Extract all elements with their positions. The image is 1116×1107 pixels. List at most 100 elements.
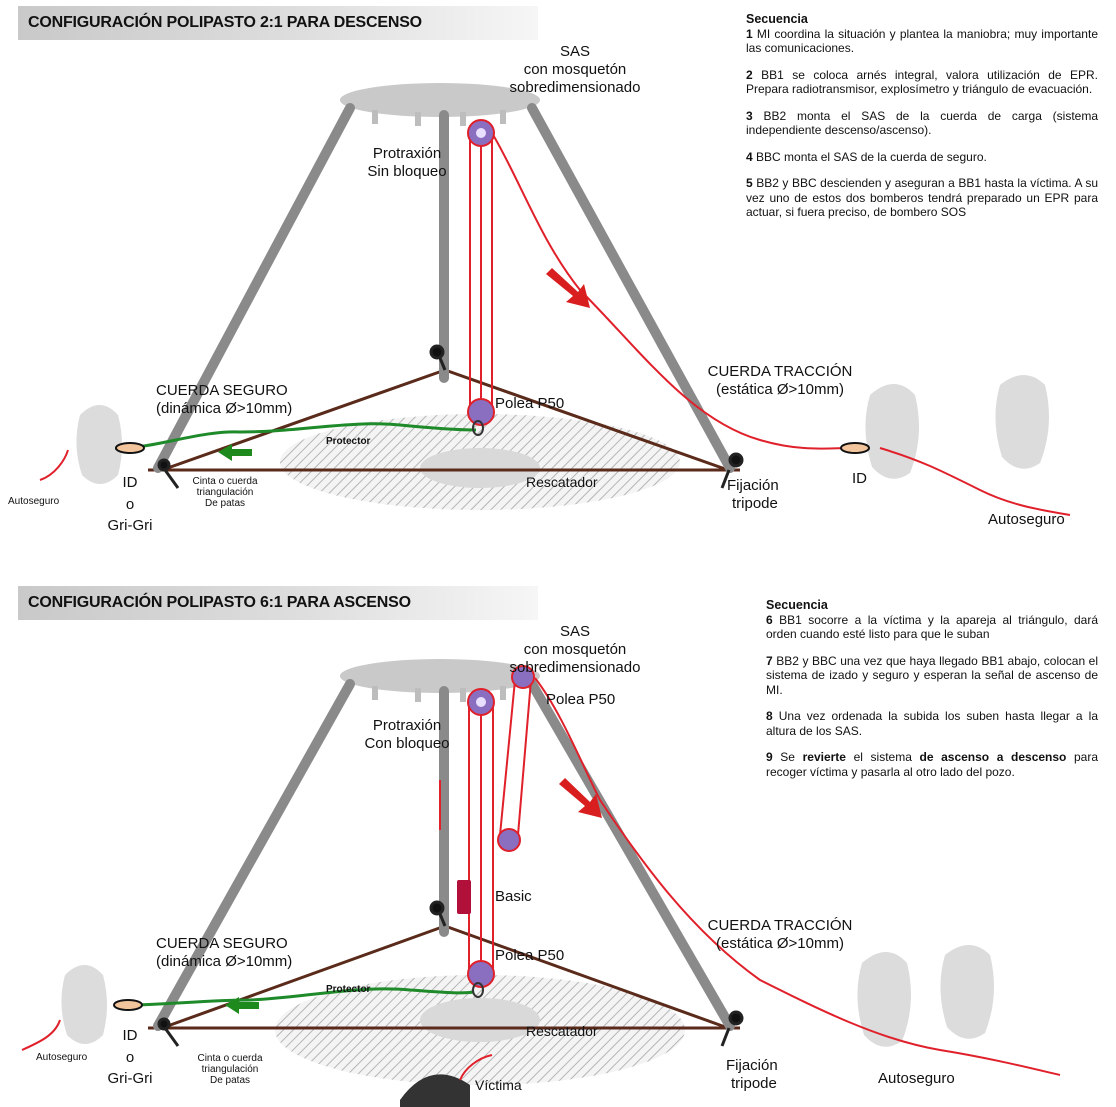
cinta-label-3: De patas: [209, 1075, 251, 1086]
anchor-knobs: [157, 900, 744, 1047]
left-arrow-icon: [218, 444, 252, 461]
cinta-label-1: Cinta o cuerda: [192, 476, 258, 487]
top-p50-pulley: [511, 665, 535, 689]
cinta-label-3: De patas: [204, 498, 246, 509]
right-person-silhouette-1: [865, 384, 919, 479]
right-person-silhouette-2: [995, 375, 1049, 469]
protraxion-label: Protraxión: [372, 717, 442, 734]
safety-rope: [127, 987, 475, 1007]
cuerda-seguro-sub-label: (dinámica Ø>10mm): [156, 400, 293, 417]
polea-label: Polea P50: [495, 947, 565, 964]
tripod-legs: [153, 103, 735, 473]
cuerda-traccion-label: CUERDA TRACCIÓN: [707, 363, 853, 380]
p50-pulley: [467, 960, 495, 988]
step-9: 9 Se revierte el sistema de ascenso a de…: [766, 750, 1098, 779]
bottom-tripod-scene: [21, 659, 1061, 1107]
cinta-label-2: triangulación: [196, 487, 254, 498]
victima-rope: [459, 1054, 493, 1081]
step-6: 6 BB1 socorre a la víctima y la apareja …: [766, 612, 1098, 642]
top-tripod-scene: [39, 83, 1071, 516]
left-person-silhouette: [76, 405, 122, 484]
left-arrow-icon: [225, 997, 259, 1014]
gri-gri-label: Gri-Gri: [107, 1070, 153, 1087]
rescatador-label: Rescatador: [526, 1023, 598, 1039]
down-arrow-icon: [546, 268, 590, 308]
sas-sub2-label: sobredimensionado: [509, 79, 641, 96]
id-device-left: [115, 442, 145, 454]
id-right-label: ID: [852, 470, 867, 487]
autoseguro-right-label: Autoseguro: [878, 1070, 955, 1087]
traction-rope: [21, 677, 1061, 1076]
autoseguro-right-label: Autoseguro: [988, 511, 1065, 528]
top-title: CONFIGURACIÓN POLIPASTO 2:1 PARA DESCENS…: [28, 14, 422, 31]
right-person-silhouette-2: [940, 945, 994, 1039]
step-5: 5 BB2 y BBC descienden y aseguran a BB1 …: [746, 176, 1098, 219]
step-7: 7 BB2 y BBC una vez que haya llegado BB1…: [766, 653, 1099, 697]
anchor-knobs: [157, 344, 744, 489]
sas-label: SAS: [559, 623, 590, 640]
step-4: 4 BBC monta el SAS de la cuerda de segur…: [746, 149, 987, 164]
bottom-sequence: Secuencia 6 BB1 socorre a la víctima y l…: [766, 598, 1098, 791]
step-2: 2 BB1 se coloca arnés integral, valora u…: [746, 67, 1099, 97]
fijacion-label: Fijación: [727, 477, 779, 494]
cuerda-seguro-sub-label: (dinámica Ø>10mm): [156, 953, 293, 970]
o-label: o: [125, 496, 135, 513]
sas-label: SAS: [559, 43, 590, 60]
tripode-label: tripode: [731, 1075, 777, 1092]
protector-label: Protector: [326, 984, 371, 995]
cuerda-traccion-label: CUERDA TRACCIÓN: [707, 917, 853, 934]
id-device-left: [113, 999, 143, 1011]
basic-device: [457, 880, 471, 914]
cuerda-traccion-sub-label: (estática Ø>10mm): [716, 381, 844, 398]
id-left-label: ID: [122, 1027, 138, 1044]
cuerda-traccion-sub-label: (estática Ø>10mm): [716, 935, 844, 952]
bottom-sequence-title: Secuencia: [766, 598, 828, 612]
rescatador-silhouette: [420, 998, 540, 1042]
protraxion-sub-label: Con bloqueo: [364, 735, 450, 752]
top-diagram-panel: CONFIGURACIÓN POLIPASTO 2:1 PARA DESCENS…: [0, 0, 1116, 550]
top-sequence-title: Secuencia: [746, 12, 808, 26]
bottom-diagram-panel: CONFIGURACIÓN POLIPASTO 6:1 PARA ASCENSO: [0, 580, 1116, 1107]
rescatador-label: Rescatador: [526, 474, 598, 490]
plate-pegs: [372, 110, 506, 126]
victima-label: Víctima: [475, 1077, 522, 1093]
autoseguro-left-label: Autoseguro: [8, 496, 60, 507]
safety-rope: [114, 422, 477, 450]
autoseguro-left-label: Autoseguro: [36, 1052, 88, 1063]
left-person-silhouette: [61, 965, 107, 1044]
tripode-label: tripode: [732, 495, 778, 512]
sas-plate: [340, 659, 540, 693]
tripod-legs: [153, 679, 735, 1031]
protraxion-label: Protraxión: [372, 145, 442, 162]
sas-sub1-label: con mosquetón: [523, 641, 627, 658]
bottom-title: CONFIGURACIÓN POLIPASTO 6:1 PARA ASCENSO: [28, 594, 411, 611]
cinta-label-2: triangulación: [201, 1064, 259, 1075]
sas-sub1-label: con mosquetón: [523, 61, 627, 78]
id-left-label: ID: [122, 474, 138, 491]
sas-plate: [340, 83, 540, 117]
protector-label: Protector: [326, 436, 371, 447]
bottom-title-banner: CONFIGURACIÓN POLIPASTO 6:1 PARA ASCENSO: [18, 586, 538, 620]
cuerda-seguro-label: CUERDA SEGURO: [156, 382, 288, 399]
sas-sub2-label: sobredimensionado: [509, 659, 641, 676]
cinta-label-1: Cinta o cuerda: [197, 1053, 263, 1064]
polea-top-label: Polea P50: [546, 691, 616, 708]
mid-pulley: [497, 828, 521, 852]
protraxion-sub-label: Sin bloqueo: [367, 163, 447, 180]
o-label: o: [125, 1049, 135, 1066]
gri-gri-label: Gri-Gri: [107, 517, 153, 534]
down-arrow-icon: [559, 778, 602, 818]
right-person-silhouette-1: [857, 952, 911, 1047]
id-device-right: [840, 442, 870, 454]
rescatador-silhouette: [420, 448, 540, 488]
top-title-banner: CONFIGURACIÓN POLIPASTO 2:1 PARA DESCENS…: [18, 6, 538, 40]
traction-rope: [39, 132, 1071, 516]
p50-pulley: [467, 398, 495, 426]
top-sequence: Secuencia 1 MI coordina la situación y p…: [746, 12, 1098, 232]
step-8: 8 Una vez ordenada la subida los suben h…: [766, 709, 1098, 738]
victima-silhouette: [400, 1074, 470, 1107]
fijacion-label: Fijación: [726, 1057, 778, 1074]
polea-label: Polea P50: [495, 395, 565, 412]
step-3: 3 BB2 monta el SAS de la cuerda de carga…: [746, 108, 1098, 138]
cuerda-seguro-label: CUERDA SEGURO: [156, 935, 288, 952]
